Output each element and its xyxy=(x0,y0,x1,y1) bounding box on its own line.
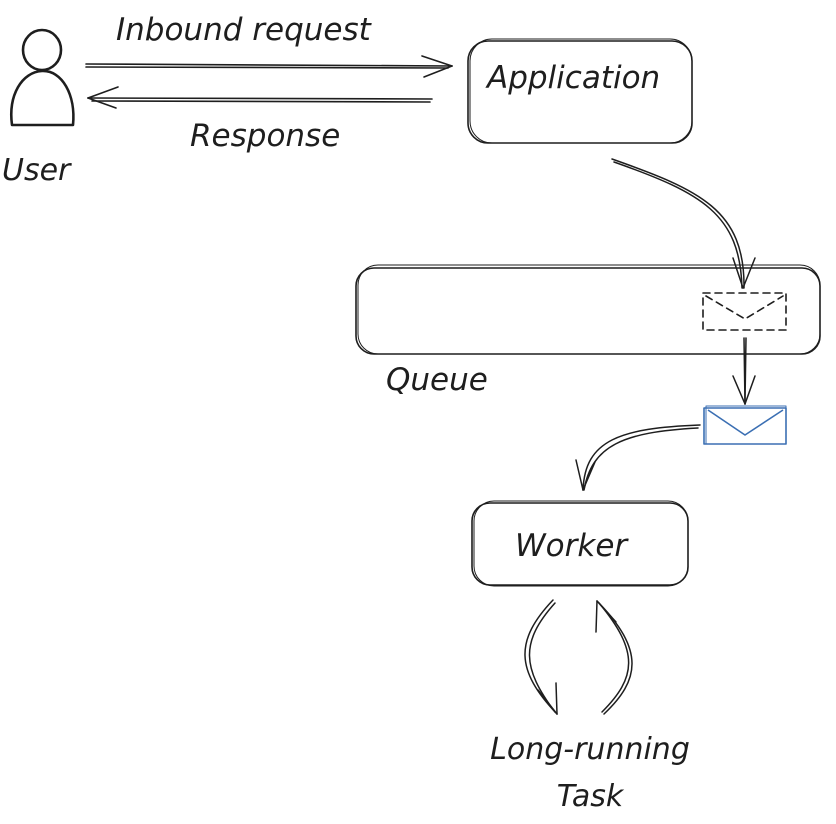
task-to-worker-arrow xyxy=(595,600,633,715)
message-to-worker-arrow xyxy=(575,424,701,491)
worker-label: Worker xyxy=(515,528,629,564)
user-icon xyxy=(10,28,75,127)
response-label: Response xyxy=(190,118,340,154)
application-box xyxy=(467,38,693,144)
inbound-request-arrow xyxy=(85,55,453,78)
queue-to-message-arrow xyxy=(732,337,756,405)
application-label: Application xyxy=(485,60,660,96)
task-label-line1: Long-running xyxy=(490,732,690,767)
task-label-line2: Task xyxy=(557,779,625,814)
inbound-request-label: Inbound request xyxy=(116,12,373,48)
worker-to-task-arrow xyxy=(524,599,558,715)
worker-box xyxy=(471,500,689,587)
dequeued-message-envelope-icon xyxy=(703,405,787,445)
long-running-task-label: Long-running Task xyxy=(490,732,690,814)
user-label: User xyxy=(2,153,72,188)
application-to-queue-arrow xyxy=(611,158,756,289)
queue-box xyxy=(355,264,821,355)
queue-label: Queue xyxy=(386,362,488,398)
response-arrow xyxy=(87,86,433,109)
queued-message-envelope-icon xyxy=(702,292,787,331)
